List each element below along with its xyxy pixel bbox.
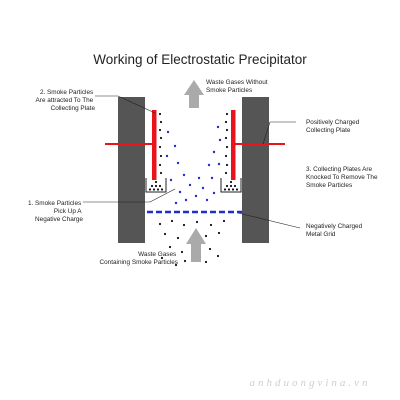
- plate-particles: [158, 112, 229, 175]
- label-positive-plate: Positively Charged Collecting Plate: [306, 119, 361, 134]
- label-step3: 3. Collecting Plates Are Knocked To Remo…: [306, 166, 379, 189]
- leader-lines: [83, 95, 301, 229]
- left-collecting-plate: [152, 110, 157, 180]
- charged-particles: [165, 125, 222, 205]
- label-negative-grid: Negatively Charged Metal Grid: [306, 223, 364, 238]
- right-collecting-plate: [231, 110, 236, 180]
- watermark: anhduongvina.vn: [249, 377, 370, 389]
- arrow-up-inlet-icon: [186, 228, 206, 262]
- label-step2: 2. Smoke Particles Are attracted To The …: [36, 89, 96, 112]
- right-hopper: [220, 178, 242, 193]
- label-bottom-inlet: Waste Gases Containing Smoke Particles: [99, 251, 178, 266]
- label-top-outlet: Waste Gases Without Smoke Particles: [206, 79, 269, 94]
- left-hopper: [145, 178, 167, 193]
- left-chamber-wall: [118, 97, 145, 243]
- inlet-particles: [158, 219, 226, 267]
- label-step1: 1. Smoke Particles Pick Up A Negative Ch…: [28, 200, 83, 223]
- right-chamber-wall: [242, 97, 269, 243]
- arrow-up-outlet-icon: [184, 80, 204, 108]
- diagram-title: Working of Electrostatic Precipitator: [93, 52, 307, 67]
